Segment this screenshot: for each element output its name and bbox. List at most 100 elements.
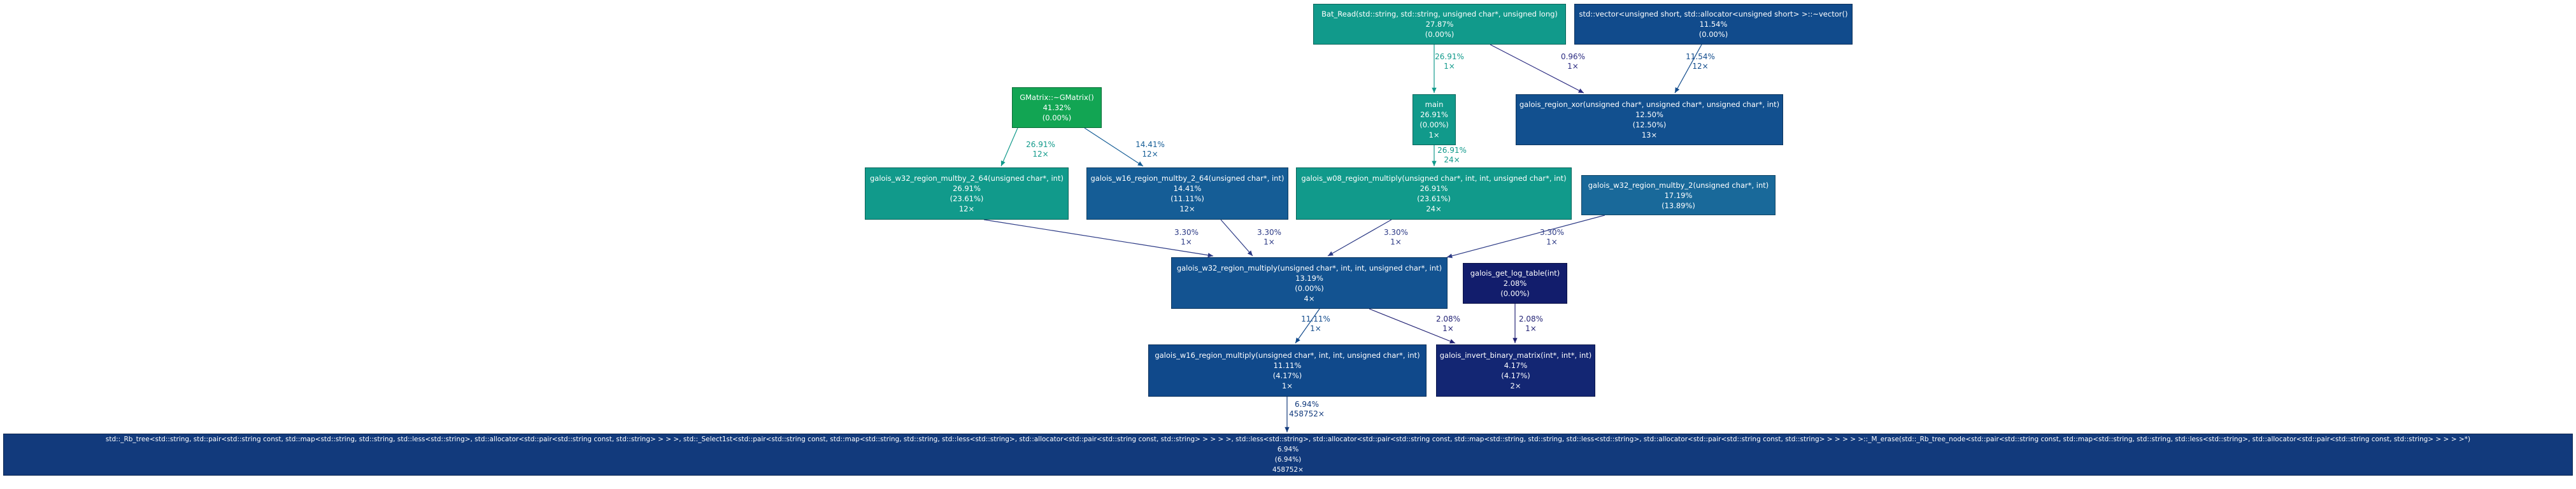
edge-label-gmatrix-to-w16-64: 14.41%12×: [1135, 140, 1165, 159]
node-w32-multby-2-64: galois_w32_region_multby_2_64(unsigned c…: [865, 167, 1069, 220]
node-w16-multby-2-64-self: (11.11%): [1171, 194, 1204, 203]
node-w08-region-multiply-calls: 24×: [1426, 204, 1442, 213]
arrowhead-w32mb2-to-w32rm: [1447, 253, 1453, 259]
node-rb-tree-erase: std::_Rb_tree<std::string, std::pair<std…: [3, 434, 2573, 476]
node-w16-multby-2-64-calls: 12×: [1179, 204, 1195, 213]
node-invert-binary-matrix-total: 4.17%: [1504, 361, 1528, 370]
edge-gmatrix-to-w32-64: [1000, 127, 1018, 167]
edge-label-w16-64-to-w32rm: 3.30%1×: [1257, 228, 1281, 247]
edge-w32rm-to-invert-percent: 2.08%: [1435, 315, 1461, 323]
arrowhead-bat-read-to-region-xor: [1578, 88, 1584, 93]
node-w32-region-multiply-label: galois_w32_region_multiply(unsigned char…: [1176, 263, 1442, 273]
node-gmatrix-dtor-label: GMatrix::~GMatrix(): [1020, 93, 1094, 102]
node-w32-multby-2-64-label: galois_w32_region_multby_2_64(unsigned c…: [870, 174, 1064, 183]
arrowhead-gmatrix-to-w16-64: [1137, 161, 1143, 166]
arrowhead-bat-read-to-main: [1432, 87, 1437, 93]
node-galois-region-xor-self: (12.50%): [1632, 120, 1667, 129]
edge-bat-read-to-region-xor-calls: 1×: [1567, 62, 1579, 71]
arrowhead-w32rm-to-w16rm: [1295, 337, 1300, 343]
arrowhead-w32-64-to-w32rm: [1207, 253, 1213, 258]
node-vector-dtor: std::vector<unsigned short, std::allocat…: [1574, 4, 1853, 45]
arrowhead-logtable-to-invert: [1512, 337, 1518, 343]
edge-gmatrix-to-w32-64-calls: 12×: [1032, 150, 1049, 159]
node-galois-region-xor-label: galois_region_xor(unsigned char*, unsign…: [1519, 100, 1780, 109]
edge-label-w32mb2-to-w32rm: 3.30%1×: [1540, 228, 1564, 247]
edge-label-w08-to-w32rm: 3.30%1×: [1384, 228, 1408, 247]
edge-gmatrix-to-w16-64-percent: 14.41%: [1135, 140, 1165, 149]
node-invert-binary-matrix: galois_invert_binary_matrix(int*, int*, …: [1436, 344, 1595, 397]
edge-w32rm-to-w16rm-calls: 1×: [1310, 324, 1321, 333]
node-w16-region-multiply-label: galois_w16_region_multiply(unsigned char…: [1155, 351, 1420, 360]
edge-label-gmatrix-to-w32-64: 26.91%12×: [1026, 140, 1055, 159]
node-invert-binary-matrix-label: galois_invert_binary_matrix(int*, int*, …: [1439, 351, 1592, 360]
edge-label-main-to-w08: 26.91%24×: [1437, 146, 1467, 165]
node-galois-region-xor: galois_region_xor(unsigned char*, unsign…: [1516, 94, 1783, 145]
edge-w16rm-to-rbtree-percent: 6.94%: [1294, 400, 1320, 409]
edge-label-w32rm-to-w16rm: 11.11%1×: [1301, 315, 1330, 334]
node-w32-multby-2-64-self: (23.61%): [950, 194, 984, 203]
edge-logtable-to-invert-calls: 1×: [1525, 324, 1537, 333]
arrowhead-vector-to-region-xor: [1675, 87, 1680, 93]
node-rb-tree-erase-calls: 458752×: [1272, 466, 1304, 474]
edge-w16rm-to-rbtree-calls: 458752×: [1289, 409, 1325, 418]
node-rb-tree-erase-label: std::_Rb_tree<std::string, std::pair<std…: [105, 436, 2471, 443]
edge-label-w32rm-to-invert: 2.08%1×: [1436, 315, 1460, 334]
edge-main-to-w08-percent: 26.91%: [1437, 146, 1467, 155]
node-w32-region-multiply-calls: 4×: [1304, 294, 1315, 303]
node-invert-binary-matrix-calls: 2×: [1510, 381, 1521, 390]
node-vector-dtor-self: (0.00%): [1698, 30, 1728, 39]
edge-label-vector-to-region-xor: 11.54%12×: [1686, 52, 1715, 71]
edge-w08-to-w32rm: [1327, 219, 1392, 257]
node-w16-region-multiply: galois_w16_region_multiply(unsigned char…: [1148, 344, 1427, 397]
edge-w08-to-w32rm-percent: 3.30%: [1383, 228, 1409, 237]
node-rb-tree-erase-self: (6.94%): [1274, 456, 1302, 464]
edge-w32rm-to-w16rm-percent: 11.11%: [1301, 315, 1330, 323]
node-w08-region-multiply: galois_w08_region_multiply(unsigned char…: [1296, 167, 1572, 220]
node-gmatrix-dtor: GMatrix::~GMatrix()41.32%(0.00%): [1012, 87, 1102, 128]
node-get-log-table: galois_get_log_table(int)2.08%(0.00%): [1463, 263, 1567, 304]
edge-vector-to-region-xor-calls: 12×: [1692, 62, 1709, 71]
edge-w32-64-to-w32rm-percent: 3.30%: [1174, 228, 1199, 237]
node-galois-region-xor-calls: 13×: [1641, 131, 1658, 139]
node-gmatrix-dtor-self: (0.00%): [1042, 113, 1072, 122]
node-w16-multby-2-64-label: galois_w16_region_multby_2_64(unsigned c…: [1090, 174, 1284, 183]
edge-gmatrix-to-w16-64-calls: 12×: [1142, 150, 1158, 159]
edge-label-bat-read-to-main: 26.91%1×: [1435, 52, 1464, 71]
node-w32-multby-2-64-calls: 12×: [958, 204, 975, 213]
node-w32-region-multiply-total: 13.19%: [1295, 273, 1323, 283]
node-w32-multby-2-self: (13.89%): [1662, 201, 1695, 210]
node-main-calls: 1×: [1428, 131, 1440, 139]
node-galois-region-xor-total: 12.50%: [1635, 110, 1663, 119]
node-w16-region-multiply-total: 11.11%: [1273, 361, 1302, 370]
edge-vector-to-region-xor-percent: 11.54%: [1686, 52, 1715, 61]
edge-w32mb2-to-w32rm-calls: 1×: [1546, 237, 1558, 246]
node-w16-multby-2-64: galois_w16_region_multby_2_64(unsigned c…: [1086, 167, 1288, 220]
node-w32-multby-2: galois_w32_region_multby_2(unsigned char…: [1581, 175, 1775, 215]
node-w08-region-multiply-total: 26.91%: [1420, 184, 1448, 193]
edge-logtable-to-invert-percent: 2.08%: [1518, 315, 1544, 323]
edge-w32-64-to-w32rm-calls: 1×: [1181, 237, 1192, 246]
edge-vector-to-region-xor: [1674, 44, 1702, 94]
node-invert-binary-matrix-self: (4.17%): [1501, 371, 1530, 380]
node-w32-region-multiply-self: (0.00%): [1295, 283, 1324, 293]
node-get-log-table-label: galois_get_log_table(int): [1470, 269, 1560, 278]
node-main-label: main: [1425, 100, 1444, 109]
edge-label-logtable-to-invert: 2.08%1×: [1519, 315, 1543, 334]
edge-w08-to-w32rm-calls: 1×: [1390, 237, 1402, 246]
node-w32-region-multiply: galois_w32_region_multiply(unsigned char…: [1171, 257, 1448, 309]
edge-w32mb2-to-w32rm-percent: 3.30%: [1539, 228, 1565, 237]
node-bat-read-label: Bat_Read(std::string, std::string, unsig…: [1321, 10, 1558, 18]
edge-w16-64-to-w32rm-calls: 1×: [1263, 237, 1275, 246]
edge-bat-read-to-region-xor: [1490, 44, 1584, 94]
edge-label-w32-64-to-w32rm: 3.30%1×: [1174, 228, 1199, 247]
arrowhead-w32rm-to-invert: [1449, 339, 1455, 344]
node-w32-multby-2-label: galois_w32_region_multby_2(unsigned char…: [1588, 180, 1769, 190]
edge-w32rm-to-w16rm: [1295, 308, 1320, 344]
edge-gmatrix-to-w16-64: [1084, 127, 1144, 167]
node-vector-dtor-label: std::vector<unsigned short, std::allocat…: [1579, 10, 1848, 18]
edge-bat-read-to-main-percent: 26.91%: [1435, 52, 1464, 61]
node-main-total: 26.91%: [1420, 110, 1448, 119]
